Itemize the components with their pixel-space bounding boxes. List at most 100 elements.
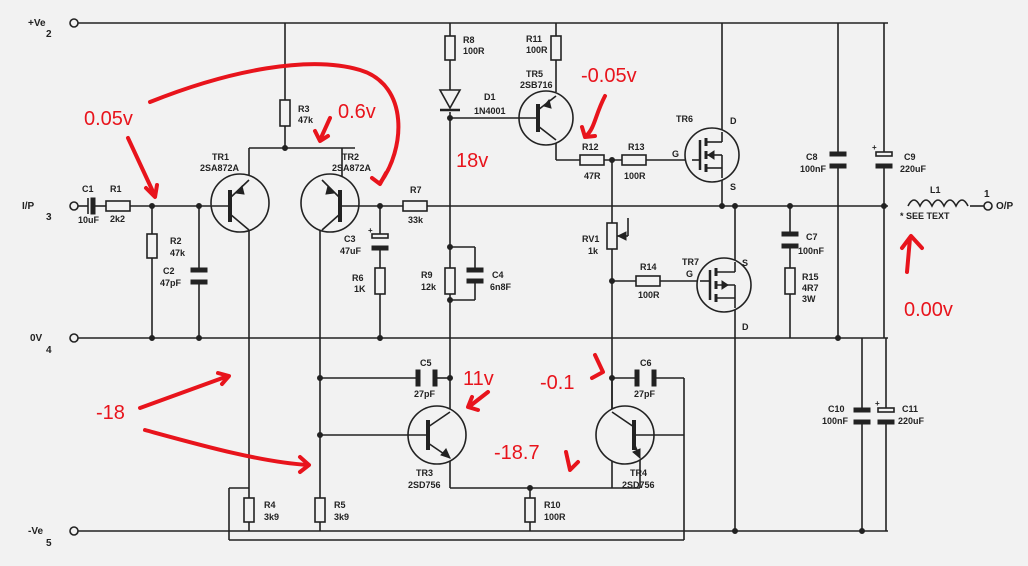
r15-name: R15 <box>802 272 819 282</box>
resistor-r8: R8 100R <box>444 35 485 61</box>
r2-value: 47k <box>170 248 186 258</box>
tr4-value: 2SD756 <box>622 480 655 490</box>
r13-value: 100R <box>624 171 646 181</box>
voltage-annotations: 0.05v 0.6v -0.05v 18v 11v -0.1 -18 -18.7… <box>84 62 953 474</box>
mosfet-tr7: TR7 G S D <box>682 257 752 332</box>
capacitor-c6: C6 27pF <box>634 358 657 399</box>
resistor-r4: R4 3k9 <box>243 497 279 523</box>
diode-d1: D1 1N4001 <box>438 89 506 116</box>
r6-value: 1K <box>354 284 366 294</box>
svg-text:+: + <box>368 226 373 235</box>
resistor-r7: R7 33k <box>402 185 428 225</box>
annotation-tr3-voltage: 11v <box>463 368 494 390</box>
r10-value: 100R <box>544 512 566 522</box>
neg-arrow-1 <box>138 374 230 410</box>
c2-value: 47pF <box>160 278 182 288</box>
tr1-value: 2SA872A <box>200 163 240 173</box>
c3-name: C3 <box>344 234 356 244</box>
resistor-r12: R12 47R <box>579 142 605 181</box>
l1-name: L1 <box>930 185 941 195</box>
r4-name: R4 <box>264 500 276 510</box>
r9-value: 12k <box>421 282 437 292</box>
tr2-name: TR2 <box>342 152 359 162</box>
feedback-arrow <box>148 62 401 185</box>
potentiometer-rv1: RV1 1k <box>582 218 629 256</box>
capacitor-c4: C4 6n8F <box>466 267 512 292</box>
resistor-r6: R6 1K <box>352 267 386 295</box>
rail-input-label: I/P <box>22 201 35 212</box>
tr2-arrow <box>318 116 332 142</box>
rail-0v-label: 0V <box>30 333 43 344</box>
tr6-name: TR6 <box>676 114 693 124</box>
rv1-value: 1k <box>588 246 599 256</box>
r8-name: R8 <box>463 35 475 45</box>
r15-value: 4R7 <box>802 283 819 293</box>
tr7-gate-label: G <box>686 269 693 279</box>
resistor-r15: R15 4R7 3W <box>784 267 819 304</box>
transistor-tr1: TR1 2SA872A <box>200 152 270 233</box>
c9-value: 220uF <box>900 164 927 174</box>
capacitor-c8: C8 100nF <box>800 151 847 174</box>
input-arrow <box>126 136 157 198</box>
transistor-tr2: TR2 2SA872A <box>300 152 380 233</box>
rail-input-pin: 3 <box>46 212 52 223</box>
resistor-r5: R5 3k9 <box>314 497 349 523</box>
c4-name: C4 <box>492 270 504 280</box>
c10-name: C10 <box>828 404 845 414</box>
tr5-value: 2SB716 <box>520 80 553 90</box>
rail-input: I/P 3 <box>22 201 79 223</box>
r6-name: R6 <box>352 273 364 283</box>
rail-zero: 0V 4 <box>30 333 888 356</box>
tr3-value: 2SD756 <box>408 480 441 490</box>
r7-name: R7 <box>410 185 422 195</box>
terminal-0v <box>69 333 79 343</box>
c8-value: 100nF <box>800 164 827 174</box>
tr3-arrow <box>468 390 490 408</box>
wiring <box>78 23 984 541</box>
r14-value: 100R <box>638 290 660 300</box>
c11-value: 220uF <box>898 416 925 426</box>
tr4b-arrow <box>590 353 605 380</box>
c6-value: 27pF <box>634 389 656 399</box>
d1-value: 1N4001 <box>474 106 506 116</box>
resistor-r2: R2 47k <box>146 233 186 259</box>
tr5-arrow <box>584 94 607 138</box>
c7-name: C7 <box>806 232 818 242</box>
terminal-vpos <box>69 18 79 28</box>
r11-name: R11 <box>526 34 542 44</box>
capacitor-c10: C10 100nF <box>822 404 871 426</box>
capacitor-c1: C1 10uF <box>78 184 100 225</box>
rail-vpos-label: +Ve <box>28 18 46 29</box>
r1-value: 2k2 <box>110 214 125 224</box>
annotation-d1-voltage: 18v <box>456 150 488 172</box>
annotation-tr2-voltage: 0.6v <box>338 101 376 123</box>
rail-0v-pin: 4 <box>46 345 52 356</box>
annotation-input-voltage: 0.05v <box>84 108 133 130</box>
d1-name: D1 <box>484 92 496 102</box>
c1-name: C1 <box>82 184 94 194</box>
c1-value: 10uF <box>78 215 100 225</box>
output-pin: 1 <box>984 189 990 200</box>
c9-name: C9 <box>904 152 916 162</box>
rail-vpos-pin: 2 <box>46 29 52 40</box>
annotation-tr4-emitter-voltage: -18.7 <box>494 442 540 464</box>
capacitor-c11: + C11 220uF <box>875 399 925 426</box>
r7-value: 33k <box>408 215 424 225</box>
r3-value: 47k <box>298 115 314 125</box>
c8-name: C8 <box>806 152 818 162</box>
tr6-drain-label: D <box>730 116 737 126</box>
resistor-r11: R11 100R <box>526 34 562 61</box>
tr6-gate-label: G <box>672 149 679 159</box>
tr7-drain-label: D <box>742 322 749 332</box>
r11-value: 100R <box>526 45 548 55</box>
r5-name: R5 <box>334 500 346 510</box>
r5-value: 3k9 <box>334 512 349 522</box>
svg-text:+: + <box>872 143 877 152</box>
tr3-name: TR3 <box>416 468 433 478</box>
l1-note: * SEE TEXT <box>900 211 950 221</box>
transistor-tr5: TR5 2SB716 <box>512 69 574 146</box>
annotation-negative-voltage: -18 <box>96 402 125 424</box>
annotation-tr5-voltage: -0.05v <box>581 65 637 87</box>
resistor-r10: R10 100R <box>524 497 566 523</box>
